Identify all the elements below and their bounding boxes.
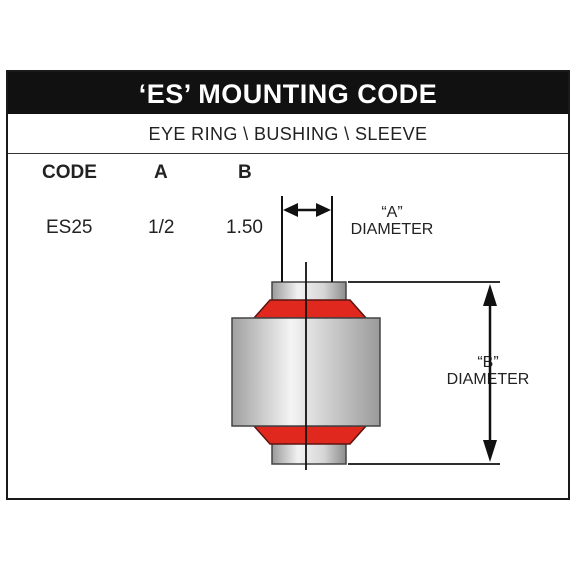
b-arrow-top	[483, 284, 497, 306]
bushing-bottom	[252, 425, 368, 445]
a-label-letter: “A”	[381, 204, 403, 221]
column-header-code: CODE	[42, 162, 97, 183]
bushing-top	[252, 299, 368, 319]
cell-a: 1/2	[148, 217, 175, 238]
subtitle: EYE RING \ BUSHING \ SLEEVE	[8, 114, 568, 154]
cell-b: 1.50	[226, 217, 263, 238]
title-bar: ‘ES’ MOUNTING CODE	[8, 72, 568, 114]
a-label-word: DIAMETER	[350, 221, 434, 238]
a-arrow-right	[316, 203, 331, 217]
b-label-word: DIAMETER	[446, 371, 530, 388]
column-header-a: A	[154, 162, 168, 183]
b-diameter-label: “B” DIAMETER	[433, 354, 543, 388]
a-diameter-label: “A” DIAMETER	[342, 204, 442, 238]
cell-code: ES25	[46, 217, 93, 238]
column-header-b: B	[238, 162, 252, 183]
b-arrow-bottom	[483, 440, 497, 462]
inner-tube-bottom	[271, 441, 347, 465]
a-arrow-left	[283, 203, 298, 217]
b-label-letter: “B”	[477, 354, 499, 371]
